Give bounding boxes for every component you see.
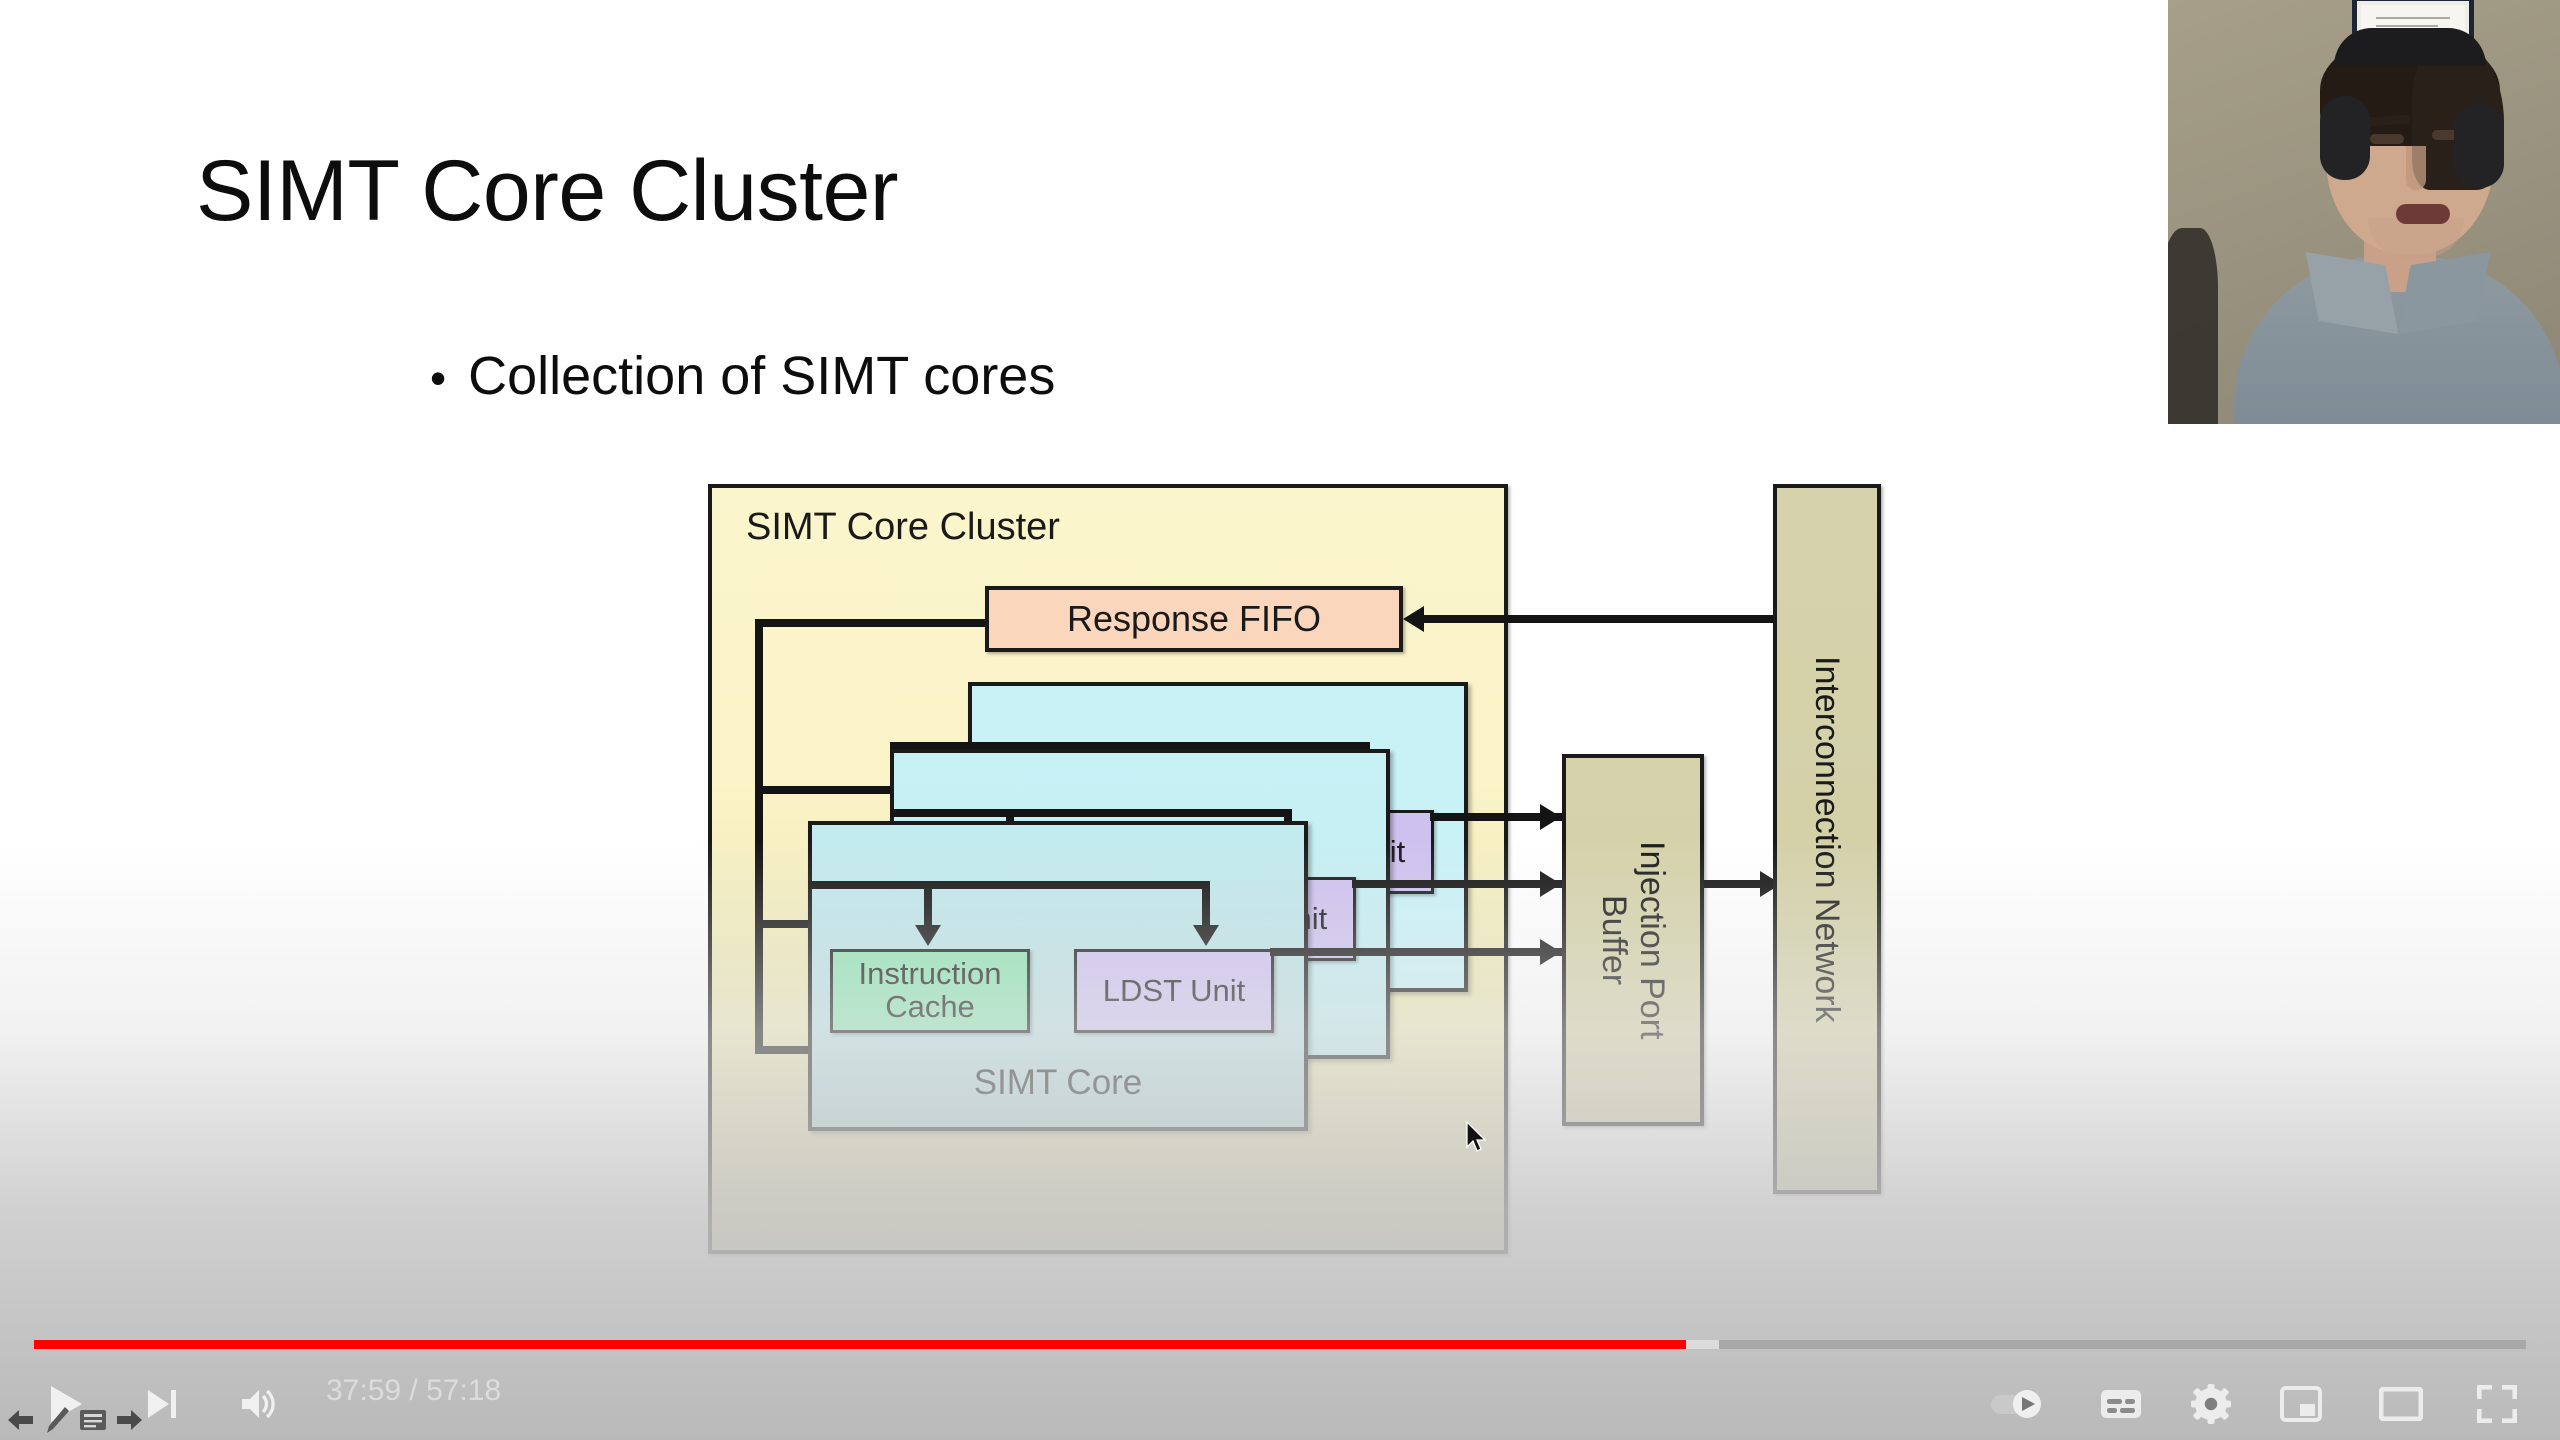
headphones-earcup-right-icon	[2454, 104, 2504, 188]
theater-button[interactable]	[2368, 1368, 2434, 1440]
ldst-unit-box-1[interactable]: LDST Unit	[1074, 949, 1274, 1033]
injection-port-buffer-textwrap: Injection Port Buffer	[1566, 758, 1700, 1122]
autoplay-toggle[interactable]	[1978, 1368, 2056, 1440]
interconnect-to-fifo-wire	[1424, 615, 1779, 623]
simt-core-name-1: SIMT Core	[973, 1063, 1143, 1102]
next-track-icon	[148, 1390, 176, 1418]
bus-branch-core1	[755, 1046, 813, 1054]
fullscreen-button[interactable]	[2464, 1368, 2530, 1440]
play-icon	[51, 1386, 82, 1422]
annotation-pen[interactable]	[42, 1405, 72, 1435]
settings-button[interactable]	[2178, 1368, 2244, 1440]
theater-mode-icon	[2379, 1387, 2423, 1421]
core1-ldst-arrow-icon	[1193, 925, 1219, 946]
volume-icon	[242, 1389, 275, 1419]
time-display: 37:59 / 57:18	[326, 1374, 502, 1407]
simt-core-cluster-diagram: SIMT Core Cluster Response FIFO Inst	[700, 476, 1900, 1256]
core3-to-injection-arrow-icon	[1540, 804, 1561, 830]
play-button[interactable]	[32, 1368, 100, 1440]
miniplayer-button[interactable]	[2268, 1368, 2334, 1440]
response-fifo-box	[985, 586, 1403, 652]
mute-button[interactable]	[228, 1368, 290, 1440]
arrow-left-icon	[8, 1410, 33, 1430]
core2-to-injection-arrow-icon	[1540, 871, 1561, 897]
annotation-forward[interactable]	[114, 1405, 144, 1435]
page-title: SIMT Core Cluster	[196, 143, 898, 239]
core3-to-injection-wire	[1430, 813, 1568, 821]
simt-core-box-1: Instruction Cache LDST Unit SIMT Core	[808, 821, 1308, 1131]
interconnection-network-textwrap: Interconnection Network	[1777, 488, 1877, 1190]
progress-bar-track[interactable]	[34, 1340, 2526, 1349]
bus-branch-core3	[755, 786, 973, 794]
core1-icache-arrow-icon	[915, 925, 941, 946]
fullscreen-icon	[2477, 1385, 2517, 1423]
presenter-webcam-overlay	[2168, 0, 2560, 424]
miniplayer-icon	[2280, 1386, 2322, 1422]
presenter-eye-left	[2370, 134, 2404, 144]
injection-port-buffer-label: Injection Port Buffer	[1595, 840, 1672, 1040]
arrow-right-icon	[117, 1410, 142, 1430]
webcam-dark-object	[2168, 228, 2218, 424]
next-button[interactable]	[130, 1368, 192, 1440]
headphones-earcup-left-icon	[2320, 96, 2370, 180]
headphones-headband-icon	[2334, 28, 2486, 66]
instruction-cache-box-1[interactable]: Instruction Cache	[830, 949, 1030, 1033]
presenter-mouth	[2396, 204, 2450, 224]
fifo-return-wire-top	[755, 619, 988, 627]
pencil-icon	[47, 1407, 69, 1433]
progress-bar-played	[34, 1340, 1687, 1349]
core1-to-injection-arrow-icon	[1540, 939, 1561, 965]
presenter-nose	[2406, 146, 2426, 190]
bullet-text: Collection of SIMT cores	[468, 346, 1056, 406]
interconnection-network-label: Interconnection Network	[1808, 655, 1847, 1023]
cluster-label: SIMT Core Cluster	[746, 506, 1060, 548]
bullet-list-item: • Collection of SIMT cores	[430, 345, 1055, 407]
fifo-return-wire-spine	[755, 619, 763, 1054]
interconnection-network-box: Interconnection Network	[1773, 484, 1881, 1194]
presenter-eye-right	[2432, 130, 2466, 140]
bullet-marker-icon: •	[430, 352, 447, 404]
player-control-bar: HD 38	[0, 1368, 2560, 1440]
annotation-back[interactable]	[6, 1405, 36, 1435]
subtitles-button[interactable]	[2088, 1368, 2154, 1440]
fifo-input-arrow-icon	[1403, 606, 1424, 632]
core2-to-injection-wire	[1352, 880, 1568, 888]
notes-icon	[80, 1410, 106, 1430]
annotation-toolbar	[6, 1400, 146, 1440]
core1-to-injection-wire	[1270, 948, 1568, 956]
injection-port-buffer-box: Injection Port Buffer	[1562, 754, 1704, 1126]
autoplay-toggle-icon	[1991, 1390, 2041, 1418]
response-fifo-label: Response FIFO	[1066, 598, 1322, 639]
annotation-notes[interactable]	[78, 1405, 108, 1435]
instruction-cache-label-1: Instruction Cache	[858, 956, 1002, 1024]
subtitles-icon	[2101, 1390, 2141, 1418]
ldst-unit-label-1: LDST Unit	[1102, 972, 1246, 1008]
gear-icon	[2191, 1384, 2231, 1424]
